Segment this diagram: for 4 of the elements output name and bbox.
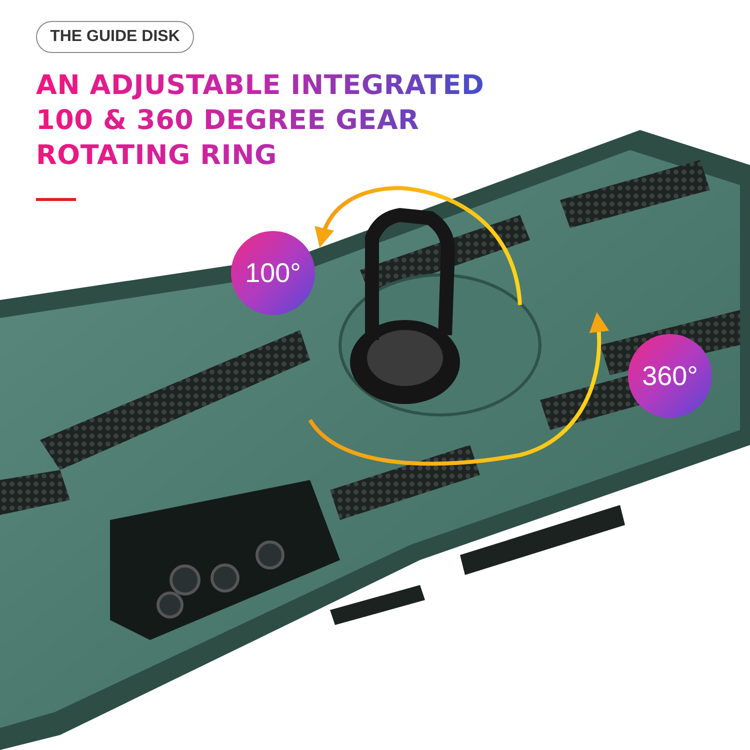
- label-text: 100°: [245, 258, 301, 288]
- label-text: 360°: [642, 360, 698, 392]
- label-text: THE GUIDE DISK: [50, 28, 180, 46]
- tag-pill: [36, 21, 194, 53]
